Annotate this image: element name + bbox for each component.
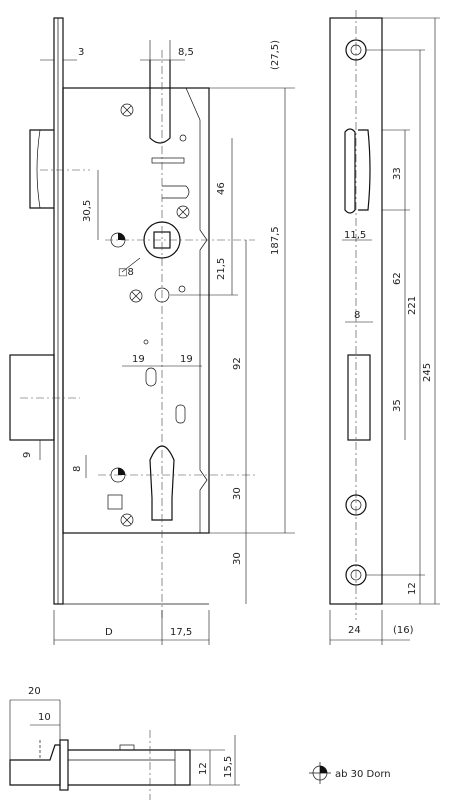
dim-cylinder-vertical: 8 [72, 466, 83, 472]
dim-bolt-width: 8 [354, 310, 360, 321]
dim-cylinder-offset: 9 [22, 452, 33, 458]
dim-follower-to-screw: 21,5 [216, 258, 227, 280]
dim-latch-projection: 10 [38, 712, 51, 723]
quadrant-marker-icon [309, 762, 331, 784]
bolt-opening [347, 354, 371, 441]
dim-half-width-right: 19 [180, 354, 193, 365]
dim-latch-width: 11,5 [344, 230, 366, 241]
bolt-profile [9, 744, 61, 786]
dim-bolt-projection: 20 [28, 686, 41, 697]
dim-faceplate-thickness: 3 [78, 47, 84, 58]
screw-icon [129, 289, 143, 303]
dim-plate-extra: (16) [393, 625, 414, 636]
latch-bolt [29, 129, 54, 209]
dim-latch-height: 33 [392, 167, 403, 180]
dim-follower-to-latch: 30,5 [82, 200, 93, 222]
dim-follower-to-hole: 46 [216, 182, 227, 195]
dim-top-ref: (27,5) [270, 40, 281, 70]
dim-follower-to-cylinder: 92 [232, 357, 243, 370]
dim-center-distance: 221 [407, 296, 418, 315]
quadrant-marker-icon [110, 232, 126, 248]
latch-opening [344, 128, 371, 214]
dim-overall-height: 187,5 [270, 226, 281, 255]
lock-case [62, 87, 210, 534]
dim-bolt-height: 35 [392, 399, 403, 412]
screw-icon [120, 103, 134, 117]
dim-half-width-left: 19 [132, 354, 145, 365]
screw-icon [120, 513, 134, 527]
dim-total-height: 245 [422, 363, 433, 382]
dim-latch-to-bolt: 62 [392, 272, 403, 285]
dim-square-size: □8 [118, 267, 134, 278]
dim-bottom-hole-offset: 12 [407, 582, 418, 595]
bottom-case [68, 749, 191, 786]
dim-bolt-section: 12 [198, 762, 209, 775]
dead-bolt [9, 354, 55, 441]
bottom-faceplate [59, 739, 69, 791]
faceplate [53, 17, 64, 605]
follower-slot [149, 60, 171, 144]
legend-text: ab 30 Dorn [335, 769, 391, 780]
dim-follower-width: 8,5 [178, 47, 194, 58]
fixing-hole-icon [345, 494, 367, 516]
side-view: 33 11,5 62 245 221 8 35 12 24 (16) [329, 10, 440, 645]
dim-bottom-width: 17,5 [170, 627, 192, 638]
dim-bottom-extension: 30 [232, 552, 243, 565]
legend: ab 30 Dorn [309, 762, 391, 784]
bottom-view: 20 10 12 15,5 [9, 686, 240, 800]
front-view: 3 8,5 (27,5) 187,5 30,5 46 □8 21,5 92 19… [9, 17, 295, 645]
quadrant-marker-icon [110, 467, 126, 483]
dim-case-depth: 15,5 [223, 756, 234, 778]
dim-cylinder-to-bottom: 30 [232, 487, 243, 500]
screw-icon [176, 205, 190, 219]
dim-backset: D [105, 627, 113, 638]
dim-plate-width: 24 [348, 625, 361, 636]
